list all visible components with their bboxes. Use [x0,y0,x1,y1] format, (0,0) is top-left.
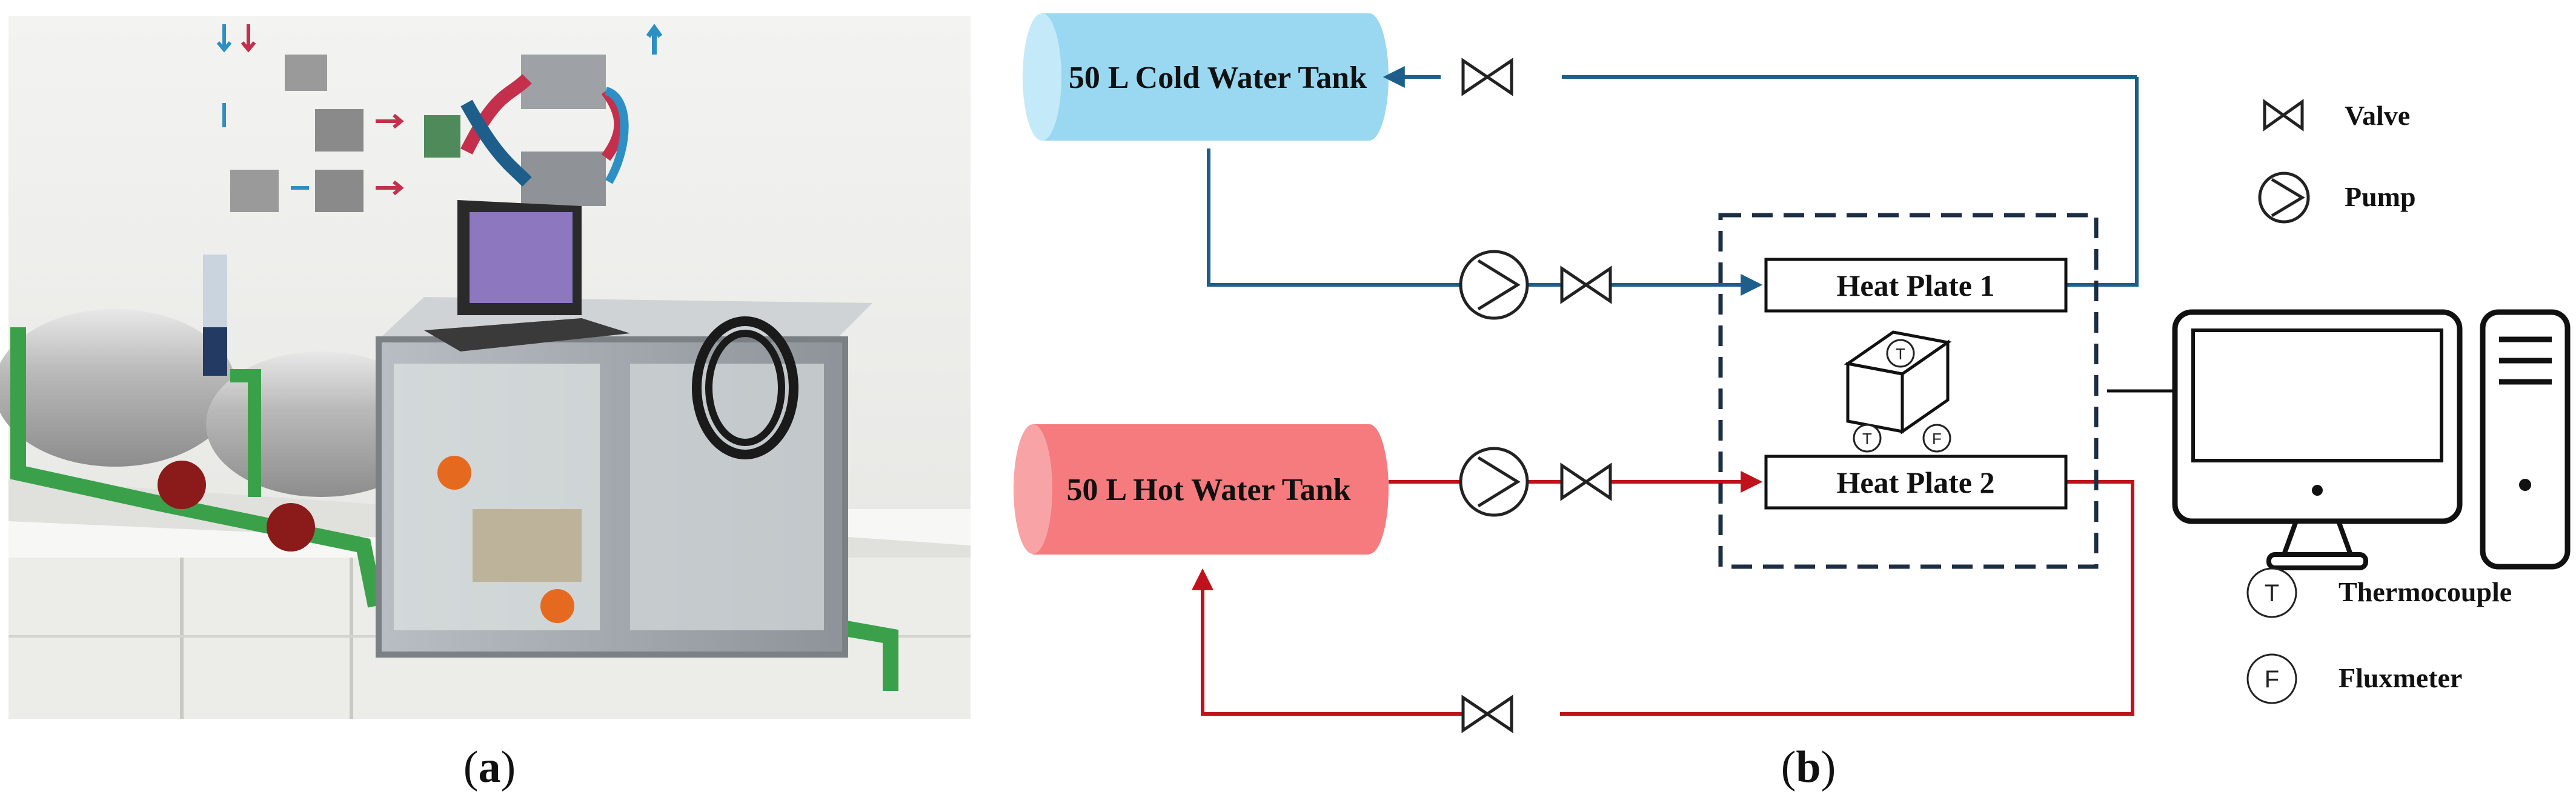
hot-return-pipe [1192,568,1463,716]
pump-icon [2258,172,2310,224]
legend-label-valve: Valve [2345,100,2410,131]
legend-item-fluxmeter: F Fluxmeter [2246,653,2462,704]
svg-text:F: F [2265,666,2279,693]
svg-text:T: T [1896,345,1905,363]
thermocouple-icon-top: T [1886,339,1915,368]
hot-water-tank: 50 L Hot Water Tank [1014,424,1389,555]
svg-text:T: T [1862,430,1872,448]
panel-a-caption: (a) [463,742,516,792]
legend-label-fluxmeter: Fluxmeter [2339,662,2462,693]
lab-photo [0,16,971,719]
legend-label-pump: Pump [2345,181,2416,212]
fluxmeter-icon-bottom: F [1922,424,1951,453]
valve-icon [1560,462,1612,501]
cold-water-tank: 50 L Cold Water Tank [1023,13,1389,141]
pump-icon [1459,447,1529,517]
wall-poster [216,24,663,212]
panel-b-caption: (b) [1781,742,1836,792]
legend-item-pump: Pump [2258,172,2416,224]
legend-item-thermocouple: T Thermocouple [2246,567,2512,618]
test-chamber [376,297,872,658]
heat-plate-2-label: Heat Plate 2 [1836,465,1994,499]
monitor-icon [2172,309,2463,570]
fluxmeter-icon: F [2246,653,2297,704]
cold-tank-label: 50 L Cold Water Tank [1069,61,1367,95]
valve-icon [2263,99,2304,132]
cold-loop [1207,66,2139,296]
legend-item-valve: Valve [2263,99,2410,132]
hot-outlet-pipe [1560,480,2134,716]
svg-text:F: F [1932,430,1942,448]
pc-tower-icon [2480,309,2571,570]
valve-icon [1461,695,1513,733]
test-enclosure [1718,213,2099,569]
hot-tank-label: 50 L Hot Water Tank [1066,473,1350,507]
cold-supply-pipe [1207,148,1460,287]
svg-text:T: T [2265,580,2279,607]
legend-label-thermocouple: Thermocouple [2339,576,2512,607]
legend: Valve Pump T Thermocouple F Fluxmeter [2246,99,2512,704]
thermocouple-icon-bottom: T [1853,424,1882,453]
thermocouple-icon: T [2246,567,2297,618]
valve-icon [1560,265,1612,304]
cold-outlet-pipe [2066,77,2139,287]
laptop [424,200,630,352]
pump-icon [1459,250,1529,320]
heat-plate-2: Heat Plate 2 [1764,455,2068,510]
heat-plate-1: Heat Plate 1 [1764,258,2068,313]
heat-plate-1-label: Heat Plate 1 [1836,268,1994,302]
valve-icon [1461,58,1513,96]
hot-loop [1192,471,2134,716]
